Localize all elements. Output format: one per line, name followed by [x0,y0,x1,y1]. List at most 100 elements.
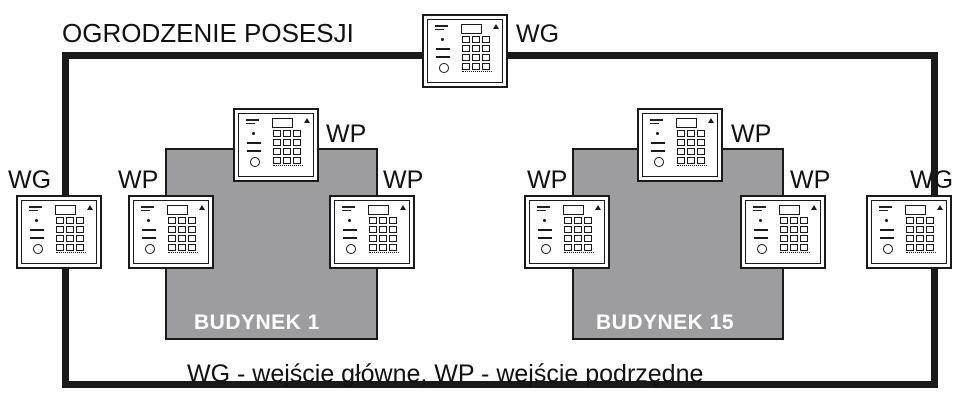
panel-key [56,244,64,251]
panel-call-button [346,244,356,254]
panel-key [687,148,695,155]
panel-key [906,226,914,233]
panel-logo-line [879,210,888,211]
panel-key [76,235,84,242]
panel-key [564,235,572,242]
panel-key [389,217,397,224]
panel-camera [811,205,817,210]
panel-key [369,235,377,242]
panel-key [66,244,74,251]
panel-key [188,244,196,251]
panel-logo-line [141,210,150,211]
panel-display [905,205,926,215]
panel-key-legend [462,71,492,74]
panel-key [389,244,397,251]
panel-key [273,130,281,137]
panel-key [462,54,470,61]
panel-inner-frame [334,200,410,264]
panel-key-legend [56,252,86,255]
panel-card-reader [436,48,450,58]
panel-key [584,217,592,224]
panel-key [462,36,470,43]
fence-label: OGRODZENIE POSESJI [62,18,354,48]
panel-key [379,244,387,251]
panel-camera [708,118,714,123]
panel-key [926,235,934,242]
panel-key [916,235,924,242]
panel-display [167,205,188,215]
panel-key [389,235,397,242]
panel-key [273,139,281,146]
panel-logo-line [246,123,255,124]
panel-camera [304,118,310,123]
panel-key-legend [273,165,303,168]
panel-led [252,132,255,135]
panel-key [56,226,64,233]
panel-key [178,244,186,251]
panel-key [56,235,64,242]
panel-key [379,217,387,224]
panel-led [656,132,659,135]
panel-camera [493,24,499,29]
panel-call-button [439,63,449,73]
panel-key [574,235,582,242]
panel-key [293,157,301,164]
panel-led [885,219,888,222]
panel-key [906,244,914,251]
panel-keypad [462,36,492,72]
panel-label-right: WG [910,166,954,194]
panel-display [55,205,76,215]
panel-label-gate: WG [516,20,560,48]
panel-key [574,226,582,233]
panel-key [677,157,685,164]
building-15-label: BUDYNEK 15 [596,311,735,334]
panel-key [76,244,84,251]
panel-label-b15-top: WP [731,120,772,148]
panel-key [697,130,705,137]
panel-key [564,244,572,251]
panel-key [283,148,291,155]
panel-key [790,217,798,224]
panel-key [687,157,695,164]
panel-key [780,226,788,233]
panel-led [543,219,546,222]
panel-key-legend [369,252,399,255]
panel-key [273,148,281,155]
panel-key [379,226,387,233]
panel-keypad [906,217,936,253]
panel-logo [879,206,892,212]
intercom-panel-icon [16,195,102,269]
panel-logo-line [753,210,762,211]
panel-key [462,45,470,52]
panel-key [584,235,592,242]
panel-logo-line [650,123,659,124]
panel-key [293,148,301,155]
panel-key [76,217,84,224]
panel-camera [937,205,943,210]
panel-key [800,217,808,224]
panel-logo [246,119,259,125]
panel-logo [650,119,663,125]
panel-key [369,217,377,224]
panel-key [584,226,592,233]
panel-key [188,217,196,224]
panel-led [348,219,351,222]
panel-key [677,148,685,155]
panel-key [790,226,798,233]
panel-inner-frame [427,19,503,83]
panel-label-left: WG [8,166,52,194]
panel-key-legend [168,252,198,255]
panel-keypad [780,217,810,253]
panel-logo [29,206,42,212]
panel-label-b1-right: WP [383,166,424,194]
panel-keypad [677,130,707,166]
panel-key [677,130,685,137]
panel-key [168,235,176,242]
panel-key-legend [677,165,707,168]
panel-led [35,219,38,222]
panel-key [800,226,808,233]
panel-call-button [757,244,767,254]
panel-card-reader [651,142,665,152]
panel-card-reader [880,229,894,239]
